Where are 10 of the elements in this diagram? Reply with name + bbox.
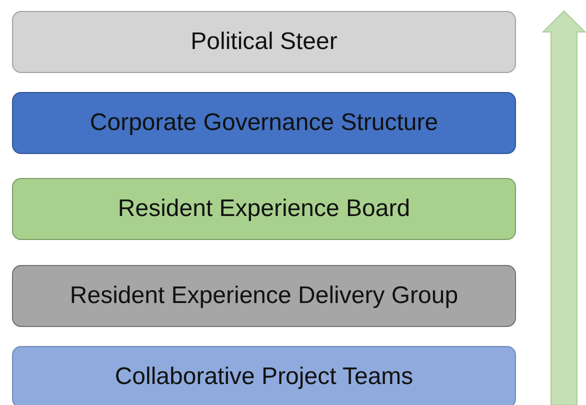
level-label: Corporate Governance Structure [90,109,438,137]
level-box [12,346,516,405]
level-box [12,11,516,73]
level-box [12,265,516,327]
level-label: Political Steer [190,28,338,56]
level-label: Collaborative Project Teams [114,363,414,391]
level-label: Resident Experience Delivery Group [70,282,458,310]
level-label: Resident Experience Board [118,195,410,223]
level-box [12,178,516,240]
level-box [12,92,516,154]
